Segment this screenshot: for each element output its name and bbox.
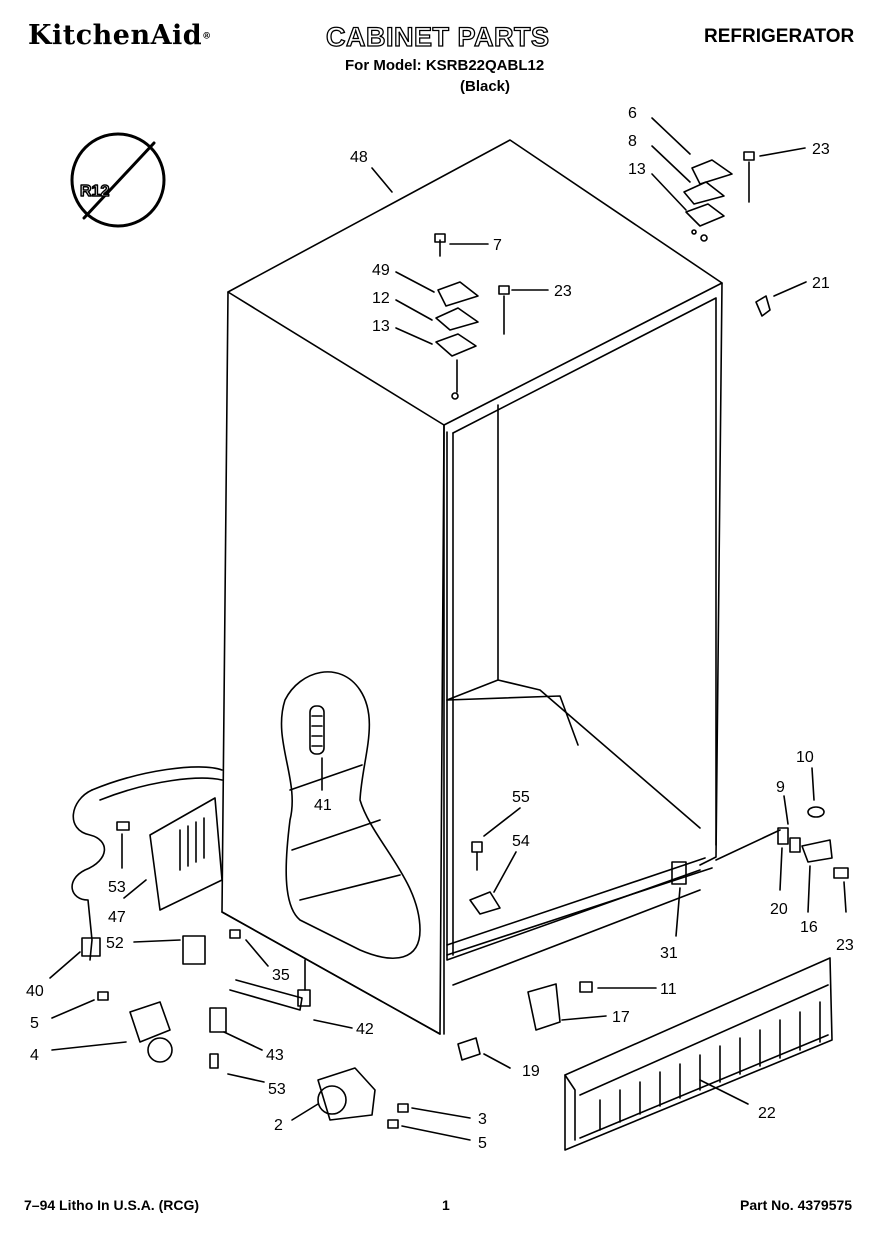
callout-9: 9	[776, 779, 785, 796]
page-number: 1	[442, 1197, 450, 1213]
r12-text: R12	[80, 183, 109, 200]
upper-hinge-right	[683, 151, 755, 242]
callout-13: 13	[372, 318, 390, 335]
lower-hinge-left	[527, 981, 593, 1031]
ground-bracket	[182, 929, 241, 965]
callout-3: 3	[478, 1111, 487, 1128]
callout-labels: 48 6 8 13 23 7 49 12 13 23 21 41 10 9 55…	[26, 105, 854, 1152]
callout-23: 23	[554, 283, 572, 300]
callout-10: 10	[796, 749, 814, 766]
callout-53: 53	[108, 879, 126, 896]
front-roller	[97, 991, 173, 1063]
model-color: (Black)	[460, 78, 511, 95]
callout-4: 4	[30, 1047, 39, 1064]
callout-35: 35	[272, 967, 290, 984]
callout-11: 11	[660, 981, 677, 998]
callout-5: 5	[30, 1015, 39, 1032]
callout-22: 22	[758, 1105, 776, 1122]
callout-42: 42	[356, 1021, 374, 1038]
appliance-type: REFRIGERATOR	[704, 26, 855, 47]
rear-roller-bracket	[317, 1067, 409, 1129]
upper-hinge-center	[434, 233, 510, 400]
toe-grille	[564, 957, 833, 1151]
callout-23: 23	[812, 141, 830, 158]
callout-13: 13	[628, 161, 646, 178]
callout-20: 20	[770, 901, 788, 918]
page-title: CABINET PARTS	[325, 21, 550, 52]
callout-12: 12	[372, 290, 390, 307]
brand-name: KitchenAid	[28, 20, 203, 51]
power-cord-assembly	[71, 766, 223, 961]
callout-5: 5	[478, 1135, 487, 1152]
floor-bracket	[469, 841, 501, 915]
water-tube-assembly	[209, 959, 311, 1069]
no-r12-prohibited-icon	[70, 132, 166, 228]
hinge-cover-clip	[755, 295, 771, 317]
cabinet-shell	[221, 139, 723, 1035]
callout-52: 52	[106, 935, 124, 952]
callout-19: 19	[522, 1063, 540, 1080]
callout-48: 48	[350, 149, 368, 166]
print-info: 7–94 Litho In U.S.A. (RCG)	[24, 1197, 200, 1213]
callout-43: 43	[266, 1047, 284, 1064]
callout-53: 53	[268, 1081, 286, 1098]
lower-hinge-right	[715, 806, 849, 879]
callout-17: 17	[612, 1009, 630, 1026]
no-r12-badge: R12	[70, 132, 166, 228]
model-number: For Model: KSRB22QABL12	[345, 57, 545, 74]
drain-tube	[309, 705, 325, 755]
callout-47: 47	[108, 909, 126, 926]
callout-31: 31	[660, 945, 678, 962]
shim	[457, 1037, 481, 1061]
callout-8: 8	[628, 133, 637, 150]
registered-mark: ®	[202, 31, 212, 42]
callout-49: 49	[372, 262, 390, 279]
brand-logo: KitchenAid®	[28, 20, 212, 51]
part-number: Part No. 4379575	[740, 1197, 853, 1213]
callout-2: 2	[274, 1117, 283, 1134]
callout-23: 23	[836, 937, 854, 954]
hinge-spacer	[671, 861, 687, 885]
callout-16: 16	[800, 919, 818, 936]
callout-21: 21	[812, 275, 830, 292]
callout-41: 41	[314, 797, 332, 814]
callout-40: 40	[26, 983, 44, 1000]
callout-7: 7	[493, 237, 502, 254]
callout-6: 6	[628, 105, 637, 122]
leader-lines	[49, 117, 847, 1141]
callout-55: 55	[512, 789, 530, 806]
callout-54: 54	[512, 833, 530, 850]
